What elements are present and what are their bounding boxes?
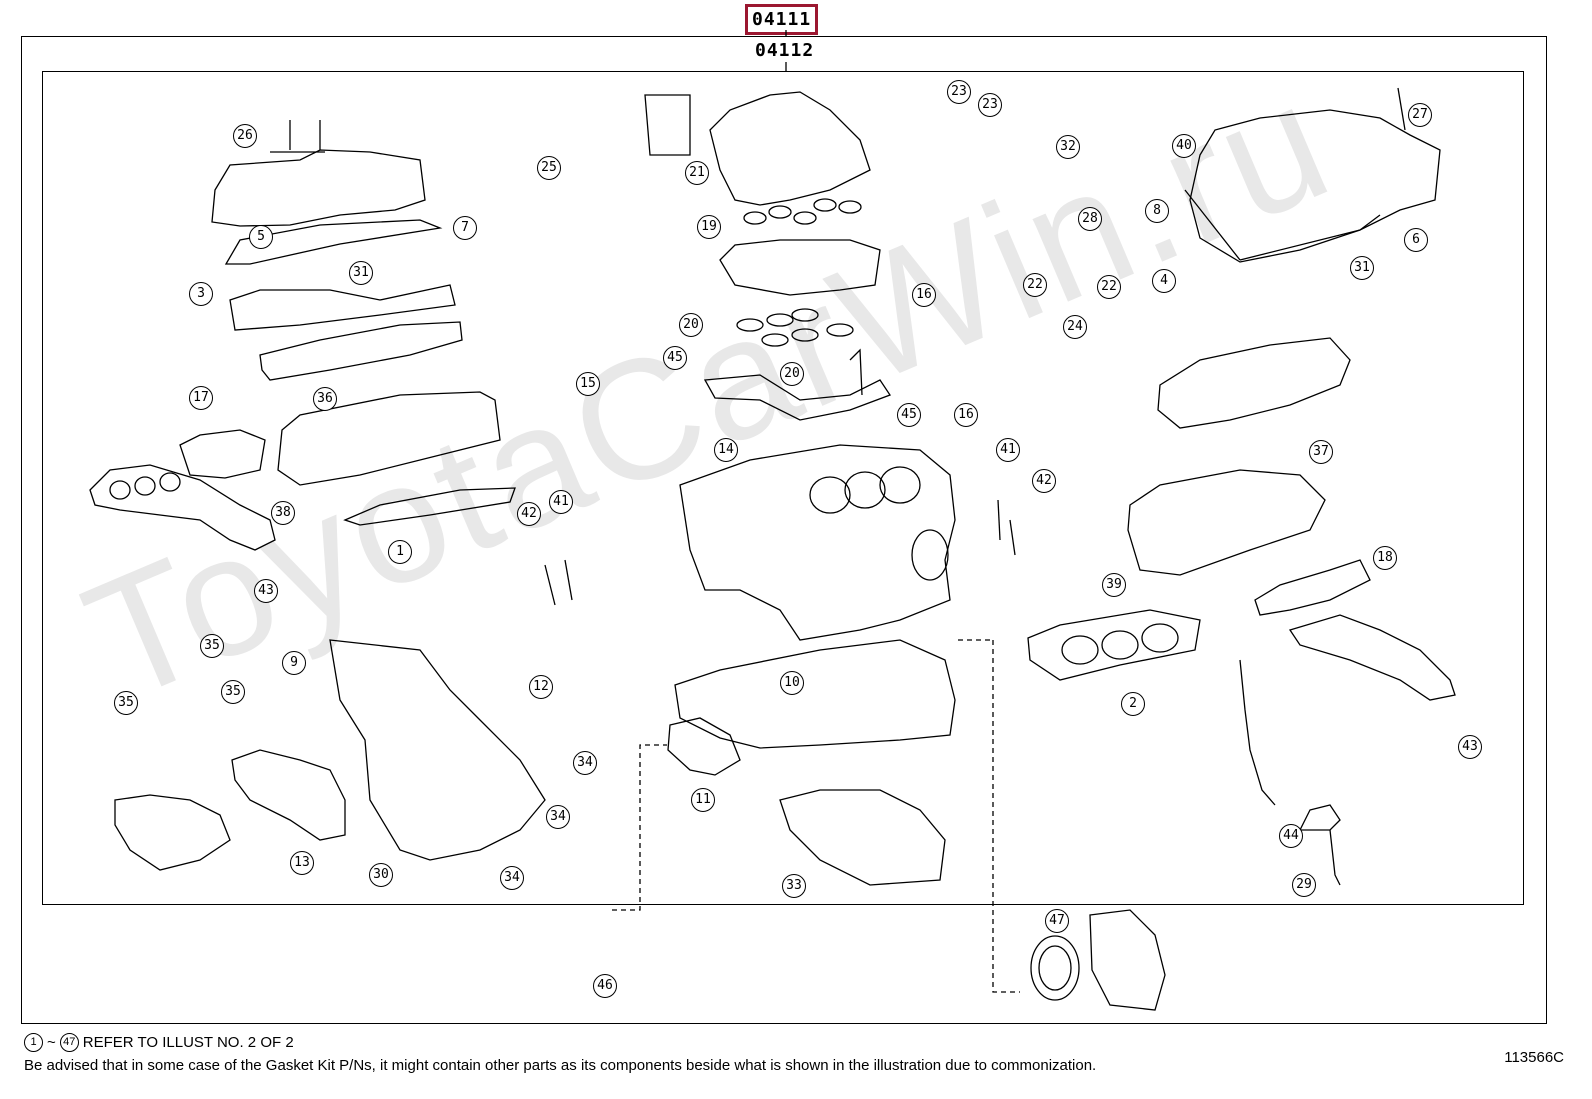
left-head-cover: [211, 149, 426, 227]
callout-8[interactable]: 8: [1145, 199, 1169, 223]
callout-21[interactable]: 21: [685, 161, 709, 185]
callout-29[interactable]: 29: [1292, 873, 1316, 897]
callout-2[interactable]: 2: [1121, 692, 1145, 716]
callout-23[interactable]: 23: [947, 80, 971, 104]
illustration-number: 113566C: [1504, 1049, 1564, 1066]
callout-9[interactable]: 9: [282, 651, 306, 675]
callout-24[interactable]: 24: [1063, 315, 1087, 339]
callout-36[interactable]: 36: [313, 387, 337, 411]
callout-42[interactable]: 42: [517, 502, 541, 526]
callout-14[interactable]: 14: [714, 438, 738, 462]
callout-45[interactable]: 45: [663, 346, 687, 370]
callout-25[interactable]: 25: [537, 156, 561, 180]
oil-pan: [674, 639, 956, 749]
callout-34[interactable]: 34: [546, 805, 570, 829]
callout-30[interactable]: 30: [369, 863, 393, 887]
callout-41[interactable]: 41: [996, 438, 1020, 462]
callout-16[interactable]: 16: [912, 283, 936, 307]
callout-15[interactable]: 15: [576, 372, 600, 396]
inner-kit-frame: [42, 71, 1524, 905]
callout-1[interactable]: 1: [388, 540, 412, 564]
callout-43[interactable]: 43: [1458, 735, 1482, 759]
callout-44[interactable]: 44: [1279, 824, 1303, 848]
callout-46[interactable]: 46: [593, 974, 617, 998]
callout-31[interactable]: 31: [349, 261, 373, 285]
callout-40[interactable]: 40: [1172, 134, 1196, 158]
range-start-callout: 1: [24, 1033, 43, 1052]
callout-33[interactable]: 33: [782, 874, 806, 898]
cylinder-block: [679, 444, 956, 641]
range-separator: ~: [47, 1034, 56, 1051]
callout-23[interactable]: 23: [978, 93, 1002, 117]
kit-part-code[interactable]: 04111: [745, 4, 819, 35]
callout-31[interactable]: 31: [1350, 256, 1374, 280]
callout-38[interactable]: 38: [271, 501, 295, 525]
range-end-callout: 47: [59, 1033, 79, 1052]
callout-47[interactable]: 47: [1045, 909, 1069, 933]
callout-41[interactable]: 41: [549, 490, 573, 514]
rear-oil-seal: [1030, 935, 1080, 1001]
left-cylinder-head: [277, 391, 501, 486]
callout-17[interactable]: 17: [189, 386, 213, 410]
callout-42[interactable]: 42: [1032, 469, 1056, 493]
timing-cover: [329, 639, 546, 861]
gasket-kit-disclaimer: Be advised that in some case of the Gask…: [24, 1057, 1097, 1074]
callout-4[interactable]: 4: [1152, 269, 1176, 293]
sub-kit-part-code[interactable]: 04112: [752, 40, 818, 61]
right-head-cover: [1189, 109, 1441, 263]
callout-7[interactable]: 7: [453, 216, 477, 240]
callout-22[interactable]: 22: [1097, 275, 1121, 299]
callout-39[interactable]: 39: [1102, 573, 1126, 597]
callout-37[interactable]: 37: [1309, 440, 1333, 464]
callout-22[interactable]: 22: [1023, 273, 1047, 297]
callout-19[interactable]: 19: [697, 215, 721, 239]
callout-32[interactable]: 32: [1056, 135, 1080, 159]
callout-20[interactable]: 20: [679, 313, 703, 337]
callout-35[interactable]: 35: [200, 634, 224, 658]
callout-28[interactable]: 28: [1078, 207, 1102, 231]
callout-12[interactable]: 12: [529, 675, 553, 699]
callout-18[interactable]: 18: [1373, 546, 1397, 570]
callout-16[interactable]: 16: [954, 403, 978, 427]
callout-34[interactable]: 34: [573, 751, 597, 775]
callout-26[interactable]: 26: [233, 124, 257, 148]
callout-35[interactable]: 35: [221, 680, 245, 704]
callout-20[interactable]: 20: [780, 362, 804, 386]
callout-11[interactable]: 11: [691, 788, 715, 812]
outer-kit-frame: [21, 36, 1547, 1024]
callout-45[interactable]: 45: [897, 403, 921, 427]
callout-5[interactable]: 5: [249, 225, 273, 249]
refer-illustration-note: 1 ~ 47 REFER TO ILLUST NO. 2 OF 2: [24, 1033, 294, 1052]
refer-text: REFER TO ILLUST NO. 2 OF 2: [82, 1034, 294, 1051]
callout-13[interactable]: 13: [290, 851, 314, 875]
callout-10[interactable]: 10: [780, 671, 804, 695]
callout-34[interactable]: 34: [500, 866, 524, 890]
callout-27[interactable]: 27: [1408, 103, 1432, 127]
callout-3[interactable]: 3: [189, 282, 213, 306]
callout-6[interactable]: 6: [1404, 228, 1428, 252]
callout-35[interactable]: 35: [114, 691, 138, 715]
callout-43[interactable]: 43: [254, 579, 278, 603]
